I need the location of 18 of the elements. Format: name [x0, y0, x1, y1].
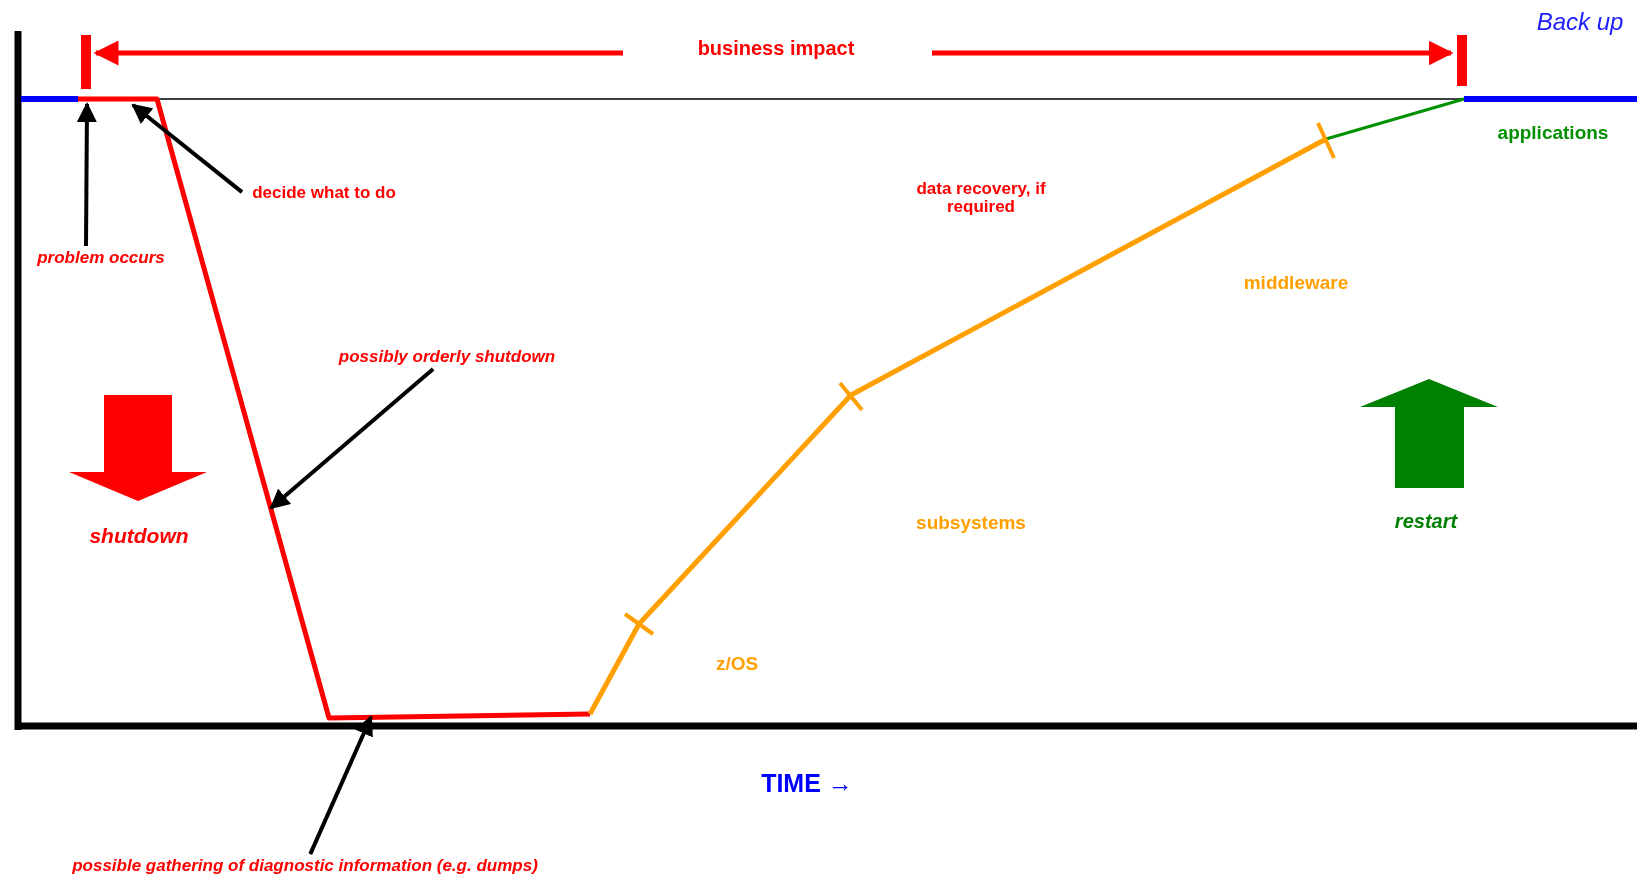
callout-text: possible gathering of diagnostic information (e.g. dumps) — [45, 857, 565, 875]
annotation: data recovery, if required — [915, 180, 1047, 216]
side-note: Back up — [1535, 9, 1625, 35]
axis-label: TIME → — [760, 769, 854, 797]
callout-text: possibly orderly shutdown — [307, 348, 587, 366]
arrow-label: restart — [1393, 510, 1459, 532]
leader-line — [269, 367, 435, 510]
leader-line — [76, 102, 97, 247]
phase-label: z/OS — [714, 654, 760, 674]
callout-text: problem occurs — [16, 249, 186, 267]
callout-text: decide what to do — [244, 184, 404, 202]
phase-label: subsystems — [915, 513, 1027, 533]
phase-label: middleware — [1242, 273, 1350, 293]
leader-line — [131, 103, 244, 194]
phase-label: applications — [1496, 123, 1610, 143]
leader-line — [308, 715, 373, 855]
dimension-label: business impact — [696, 37, 856, 59]
arrow-label: shutdown — [88, 525, 190, 547]
